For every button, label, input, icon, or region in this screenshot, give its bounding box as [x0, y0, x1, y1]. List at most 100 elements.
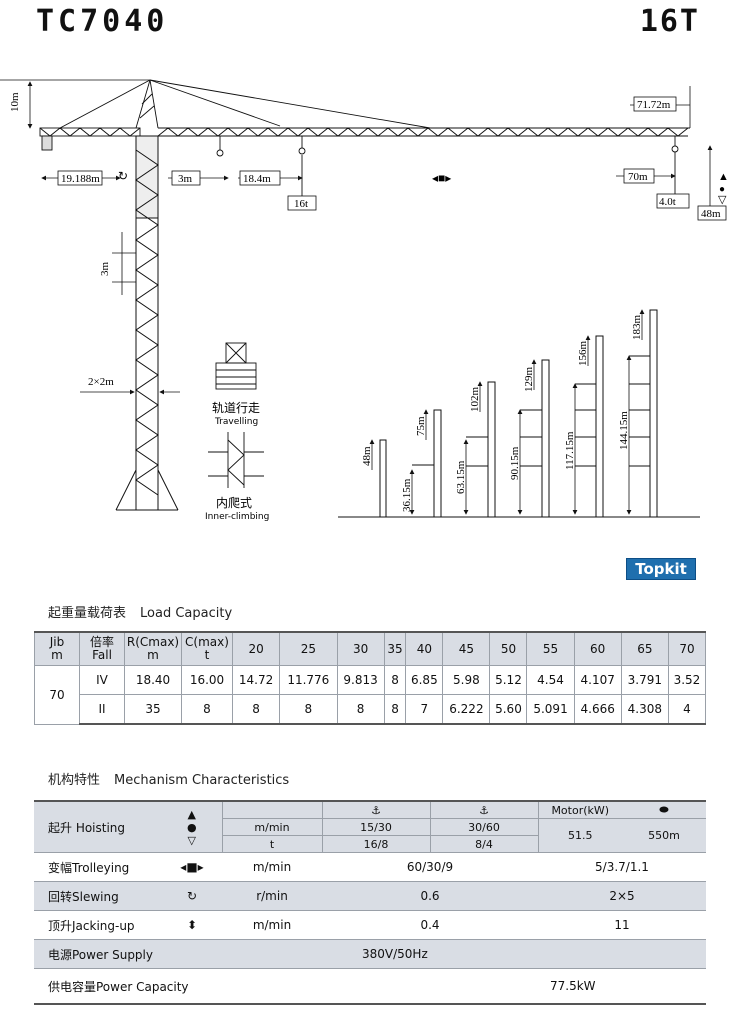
mechanism-header-row: 起升 Hoisting ▲●▽ ⚓ ⚓ Motor(kW) ⬬ — [34, 800, 706, 853]
load-value: 7 — [405, 694, 444, 725]
header-radius: 45 — [442, 631, 491, 666]
slewing-icon: ↻ — [118, 169, 128, 183]
hook-speed1-icon: ⚓ — [321, 800, 430, 819]
travelling-base-icon — [215, 342, 257, 390]
height-156m: 156m — [577, 341, 589, 367]
header-radius: 55 — [526, 631, 575, 666]
height-144m: 144.15m — [618, 411, 630, 450]
load-value: 5.12 — [489, 665, 528, 695]
main-jib — [157, 127, 690, 137]
jacking-down-icon: ▽ — [718, 194, 727, 206]
hoisting-speed-1: 15/30 — [321, 818, 430, 836]
dim-3m-label: 3m — [178, 173, 193, 185]
jacking-label: 顶升Jacking-up — [34, 910, 162, 940]
table-row: 70 IV 18.40 16.00 14.72 11.776 9.813 8 6… — [34, 665, 707, 725]
jacking-icon: ⬍ — [162, 910, 222, 940]
header-radius: 35 — [383, 631, 407, 666]
motor-header: Motor(kW) — [537, 800, 622, 819]
height-117m: 117.15m — [564, 431, 576, 470]
load-value: 4.107 — [573, 665, 622, 695]
slewing-speed: 0.6 — [322, 881, 538, 911]
load-value: 8 — [383, 665, 407, 695]
power-capacity-value: 77.5kW — [538, 968, 706, 1005]
load-value: 4.54 — [526, 665, 575, 695]
load-value: 5.091 — [526, 694, 575, 725]
load-capacity-title-cn: 起重量载荷表 — [48, 606, 127, 621]
hoisting-speed-2: 30/60 — [429, 818, 538, 836]
counter-jib-label: 19.188m — [61, 173, 100, 185]
counter-jib — [39, 127, 141, 151]
rmax-value: 18.40 — [124, 665, 182, 695]
load-capacity-title-en: Load Capacity — [140, 606, 233, 621]
height-90m: 90.15m — [509, 446, 521, 480]
power-supply-label: 电源Power Supply — [34, 939, 222, 969]
fall-value: IV — [79, 665, 125, 695]
hoisting-icon: ▲●▽ — [162, 800, 222, 853]
mechanism-title-en: Mechanism Characteristics — [114, 773, 290, 788]
jacking-speed: 0.4 — [322, 910, 538, 940]
hook-inner — [216, 136, 679, 196]
fall-value: II — [79, 694, 125, 725]
trolleying-speed: 60/30/9 — [322, 852, 538, 882]
climbing-cn: 内爬式 — [216, 496, 252, 510]
height-configurations — [338, 309, 700, 518]
height-75m: 75m — [415, 416, 427, 436]
hoisting-speed-unit: m/min — [221, 818, 322, 836]
travelling-cn: 轨道行走 — [212, 401, 260, 415]
height-183m: 183m — [631, 315, 643, 341]
load-value: 3.52 — [667, 665, 707, 695]
tower-top-height-label: 10m — [9, 92, 21, 112]
jib-value: 70 — [34, 665, 80, 725]
model-title: TC7040 — [36, 4, 169, 39]
load-value: 4 — [667, 694, 707, 725]
hoisting-load-unit: t — [221, 835, 322, 853]
height-63m: 63.15m — [455, 460, 467, 494]
load-value: 3.791 — [620, 665, 669, 695]
hoisting-motor: 51.5 — [537, 818, 622, 853]
jacking-motor: 11 — [538, 910, 706, 940]
trolleying-row: 变幅Trolleying ◂■▸ m/min 60/30/9 5/3.7/1.1 — [34, 852, 706, 882]
max-load-label: 16t — [294, 198, 308, 210]
trolleying-label: 变幅Trolleying — [34, 852, 162, 882]
hoisting-load-2: 8/4 — [429, 835, 538, 853]
load-value: 6.85 — [405, 665, 444, 695]
load-value: 5.98 — [442, 665, 491, 695]
height-48m: 48m — [361, 446, 373, 466]
tip-radius-label: 70m — [628, 171, 648, 183]
trolleying-unit: m/min — [222, 852, 322, 882]
brand-badge: Topkit — [626, 558, 696, 580]
table-row: II 35 8 8 8 8 8 7 6.222 5.60 5.091 4.666… — [35, 694, 707, 725]
power-capacity-row: 供电容量Power Capacity 77.5kW — [34, 968, 706, 1005]
slewing-label: 回转Slewing — [34, 881, 162, 911]
mast-width-label: 2×2m — [88, 376, 114, 388]
cmax-value: 16.00 — [181, 665, 233, 695]
crane-diagram: 10m 71.72m — [0, 79, 729, 522]
header-radius: 65 — [620, 631, 669, 666]
height-36m: 36.15m — [401, 478, 413, 512]
climbing-en: Inner-climbing — [205, 512, 269, 522]
power-supply-value: 380V/50Hz — [222, 939, 706, 969]
height-129m: 129m — [523, 367, 535, 393]
header-radius: 70 — [667, 631, 707, 666]
header-cmax: C(max)t — [181, 631, 233, 666]
load-value: 6.222 — [442, 694, 491, 725]
jacking-dot-icon: ● — [719, 184, 725, 195]
hook-speed2-icon: ⚓ — [429, 800, 538, 819]
rope-drum-icon: ⬬ — [622, 800, 706, 819]
header-radius: 30 — [336, 631, 385, 666]
header-radius: 20 — [231, 631, 281, 666]
hoisting-rope: 550m — [622, 818, 706, 853]
load-value: 5.60 — [489, 694, 528, 725]
slewing-unit: r/min — [222, 881, 322, 911]
load-value: 8 — [279, 694, 338, 725]
load-value: 4.666 — [573, 694, 622, 725]
rmax-value: 35 — [124, 694, 182, 725]
load-value: 8 — [231, 694, 281, 725]
power-supply-row: 电源Power Supply 380V/50Hz — [34, 939, 706, 969]
slewing-row: 回转Slewing ↻ r/min 0.6 2×5 — [34, 881, 706, 911]
power-capacity-label: 供电容量Power Capacity — [34, 968, 222, 1005]
slewing-motor: 2×5 — [538, 881, 706, 911]
max-cap-radius-label: 18.4m — [243, 173, 271, 185]
